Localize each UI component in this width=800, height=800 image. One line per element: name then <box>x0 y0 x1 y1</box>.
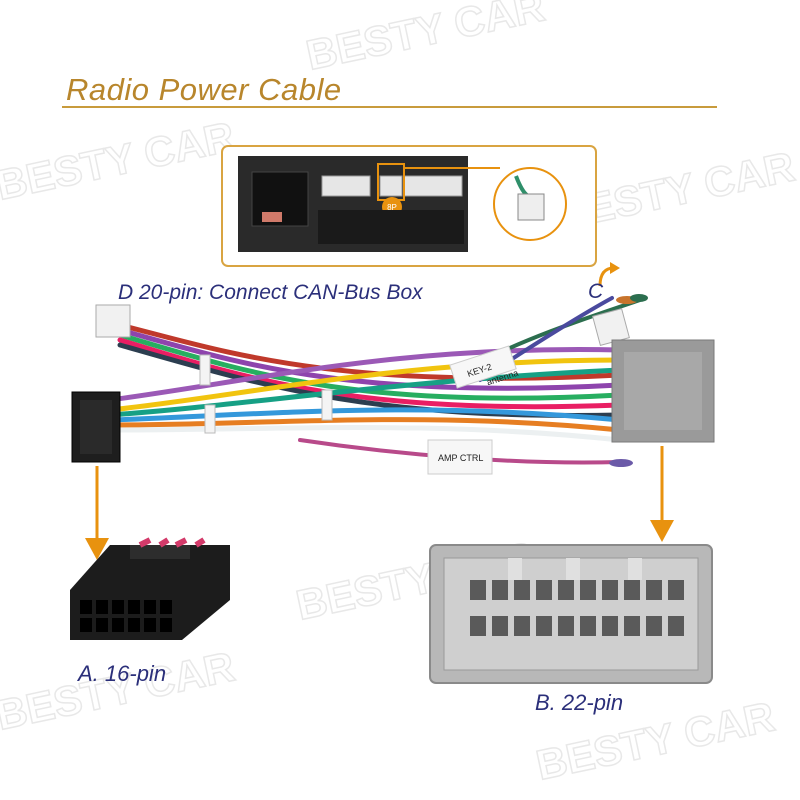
title-underline <box>62 106 717 108</box>
pin-badge-text: 8P <box>387 203 397 212</box>
wire-yellow <box>107 357 623 413</box>
radio-port-8p <box>379 175 403 197</box>
connector-b-face <box>624 352 702 430</box>
radio-port-latch <box>262 212 282 222</box>
wire-orange <box>107 417 623 433</box>
wire-pink <box>117 337 623 410</box>
radio-panel-lower <box>318 210 464 244</box>
tag-amp: AMP CTRL <box>427 439 493 475</box>
arrow-a-head <box>85 538 109 560</box>
arrow-c-head <box>610 262 620 274</box>
label-connector-a: A. 16-pin <box>78 661 167 686</box>
watermark-bottom-left: BESTY CAR <box>0 643 239 739</box>
connector-a-pins <box>80 600 172 632</box>
tag-key: KEY-2 antenna <box>449 345 519 389</box>
connector-a-wires <box>138 537 206 548</box>
amp-wire-end <box>609 459 633 467</box>
connector-a-body <box>70 545 230 640</box>
watermark-top: BESTY CAR <box>302 0 548 79</box>
zip-tie-3 <box>204 404 216 434</box>
label-connector-c: C <box>588 280 604 303</box>
callout-connector-8p <box>517 193 545 221</box>
tag-amp-text: AMP CTRL <box>438 453 483 463</box>
connector-b-key-1 <box>508 558 522 580</box>
zip-tie-2 <box>321 389 333 421</box>
connector-b-key-3 <box>628 558 642 580</box>
label-connector-d: D 20-pin: Connect CAN-Bus Box <box>118 281 423 304</box>
wire-teal <box>107 367 623 418</box>
connector-a-latch <box>130 545 190 559</box>
c-wire-end-2 <box>630 294 648 302</box>
zip-tie-1 <box>199 354 211 386</box>
inset-panel: 8P <box>221 145 597 267</box>
label-connector-b: B. 22-pin <box>535 690 624 715</box>
radio-port-white-1 <box>321 175 371 197</box>
connector-d <box>95 304 131 338</box>
wire-purple <box>117 327 623 391</box>
wire-white <box>107 425 623 443</box>
connector-b-pins <box>470 580 684 636</box>
arrow-b-head <box>650 520 674 542</box>
wire-harness <box>107 296 642 465</box>
callout-line <box>403 167 500 174</box>
connector-a-closeup <box>70 537 230 640</box>
watermark-left: BESTY CAR <box>0 113 239 209</box>
wire-violet <box>107 347 623 403</box>
connector-b-key-2 <box>566 558 580 580</box>
connector-a-face <box>80 400 112 454</box>
radio-port-white-2 <box>403 175 463 197</box>
connector-b-closeup <box>429 544 713 684</box>
page-title: Radio Power Cable <box>66 72 342 107</box>
wire-blue <box>107 407 623 423</box>
